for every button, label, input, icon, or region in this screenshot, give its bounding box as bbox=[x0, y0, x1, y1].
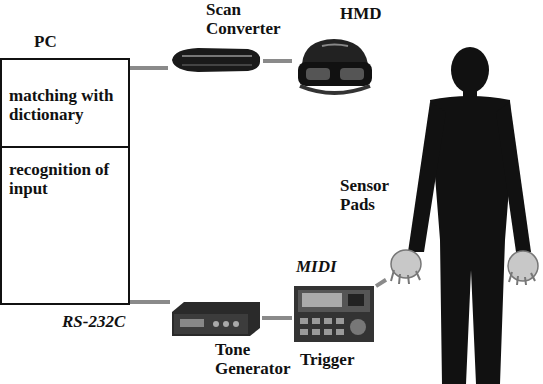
tone-generator: Tone Generator bbox=[170, 298, 262, 338]
person-left-arm bbox=[408, 102, 446, 252]
person-head bbox=[451, 47, 489, 93]
scan-converter: Scan Converter bbox=[168, 44, 263, 76]
node-label: PC bbox=[34, 32, 94, 51]
scan-converter-drawing bbox=[168, 44, 263, 76]
trigger-unit: Trigger bbox=[292, 282, 376, 344]
connector-line bbox=[263, 59, 292, 63]
trigger-drawing bbox=[292, 282, 376, 344]
connector-line bbox=[262, 316, 292, 320]
sensor-pad: Sensor Pads bbox=[386, 248, 426, 286]
node-text: recognition of input bbox=[2, 146, 128, 206]
hmd-drawing bbox=[292, 34, 377, 100]
hmd-headset: HMD bbox=[292, 34, 377, 100]
person-body bbox=[430, 96, 512, 384]
connector-line bbox=[130, 300, 170, 304]
signal-label: MIDI bbox=[294, 257, 339, 276]
node-label: Trigger bbox=[300, 350, 372, 369]
node-text: matching with dictionary bbox=[2, 60, 128, 146]
node-label: Sensor Pads bbox=[340, 176, 400, 214]
node-label: HMD bbox=[340, 4, 390, 23]
right-sensor-pad bbox=[508, 251, 538, 285]
connector-line bbox=[376, 280, 386, 286]
signal-label: RS-232C bbox=[60, 312, 127, 331]
person-right-arm bbox=[496, 102, 531, 252]
connector-line bbox=[130, 66, 168, 70]
node-label: Scan Converter bbox=[206, 0, 286, 38]
tone-generator-drawing bbox=[170, 298, 262, 338]
node-label: Tone Generator bbox=[215, 340, 295, 378]
pc-box: PCmatching with dictionaryrecognition of… bbox=[0, 58, 130, 305]
left-sensor-pad-drawing bbox=[386, 248, 426, 286]
